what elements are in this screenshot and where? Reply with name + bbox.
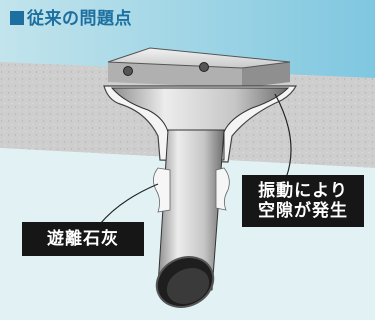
bolt-right — [199, 62, 209, 72]
page-title: 従来の問題点 — [10, 8, 132, 30]
label-vibration-line2: 空隙が発生 — [258, 201, 348, 221]
pipe-flare — [110, 87, 290, 161]
label-vibration-void: 振動により 空隙が発生 — [242, 175, 364, 227]
title-square-icon — [10, 11, 24, 25]
efflorescence-right — [215, 167, 230, 211]
label-vibration-line1: 振動により — [258, 181, 348, 201]
leader-efflorescence — [99, 183, 159, 225]
label-efflorescence-text: 遊離石灰 — [47, 229, 119, 249]
title-text: 従来の問題点 — [27, 9, 132, 29]
pipe-body — [157, 129, 225, 291]
efflorescence-left — [153, 167, 171, 213]
leader-vibration — [274, 93, 292, 179]
label-efflorescence: 遊離石灰 — [22, 222, 144, 256]
base-plate — [107, 47, 291, 69]
bolt-left — [123, 66, 133, 76]
